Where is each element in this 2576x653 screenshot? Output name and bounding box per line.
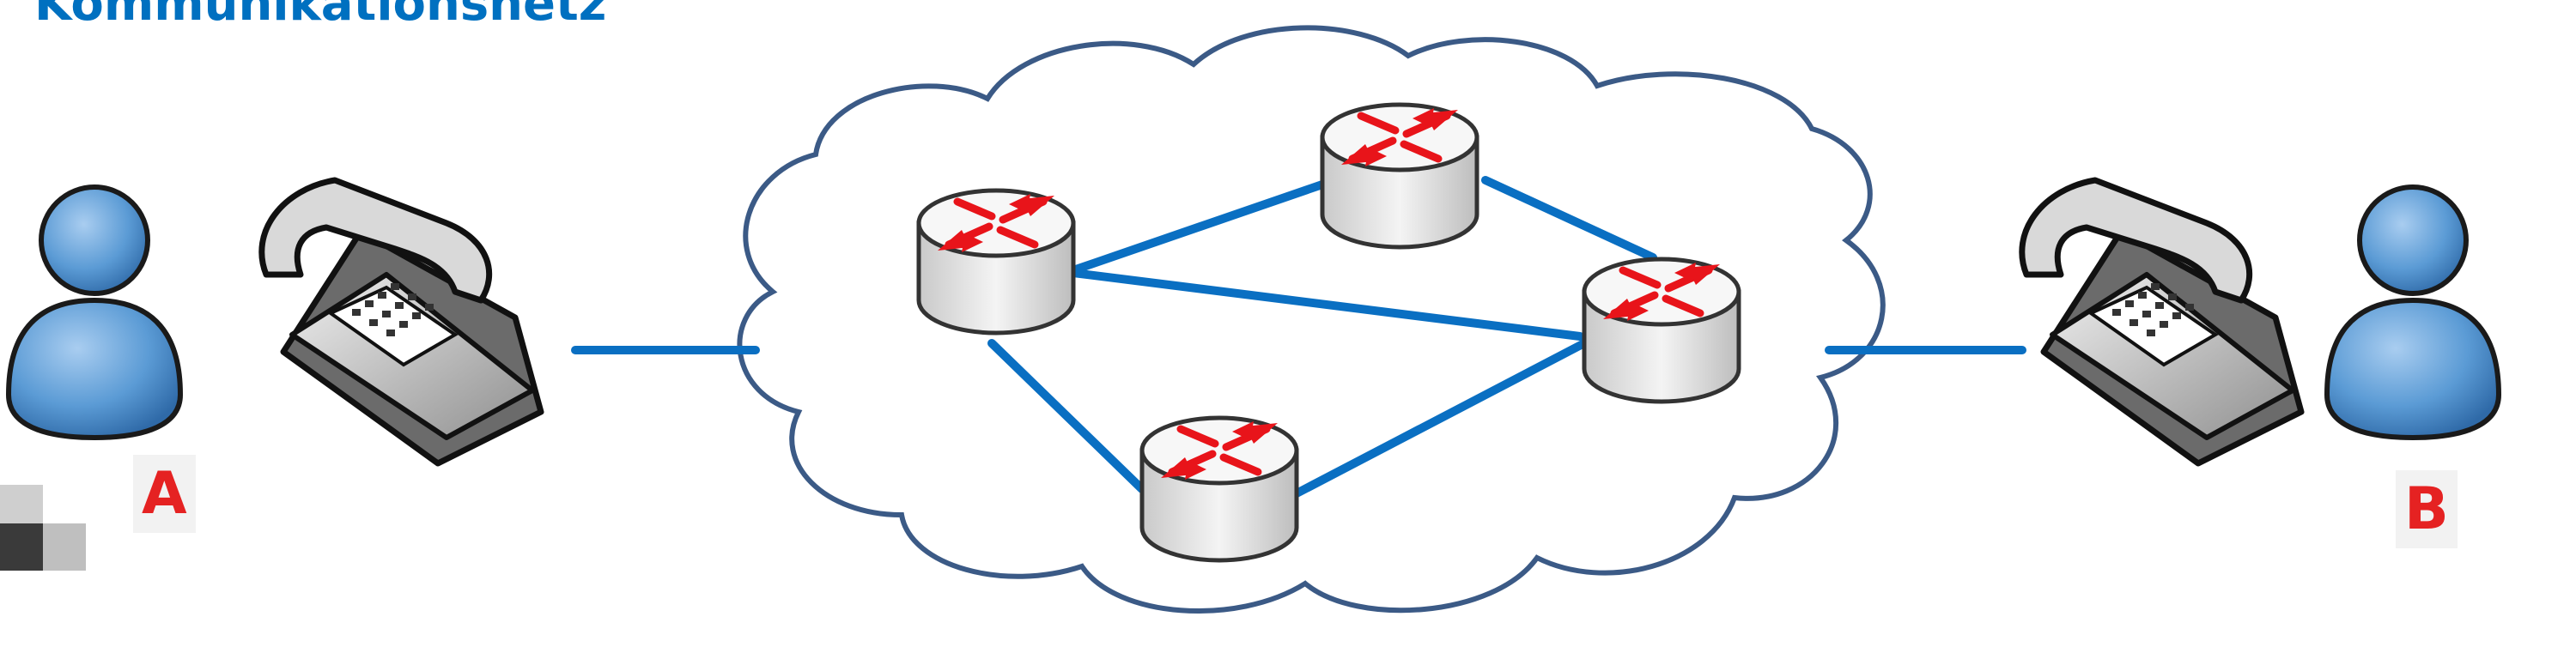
person-icon <box>2327 187 2499 438</box>
link-r1-r3 <box>1069 269 1584 341</box>
diagram-title: Kommunikationsnetz <box>34 0 607 32</box>
router-icon <box>1142 418 1297 560</box>
link-r4-r3 <box>1292 339 1589 498</box>
cloud-icon <box>737 25 1886 614</box>
telephone-icon <box>2022 180 2301 463</box>
link-r1-r4 <box>987 339 1146 493</box>
network-links <box>571 176 2026 498</box>
router-icon <box>1584 259 1739 402</box>
link-r1-r2 <box>1069 180 1327 275</box>
link-r2-r3 <box>1481 176 1657 262</box>
router-icon <box>1322 105 1477 247</box>
router-icon <box>919 190 1073 333</box>
endpoint-b-label: B <box>2396 470 2458 548</box>
corner-artifact <box>0 485 86 571</box>
telephone-icon <box>262 180 541 463</box>
person-icon <box>9 187 180 438</box>
endpoint-a-label: A <box>133 455 196 533</box>
